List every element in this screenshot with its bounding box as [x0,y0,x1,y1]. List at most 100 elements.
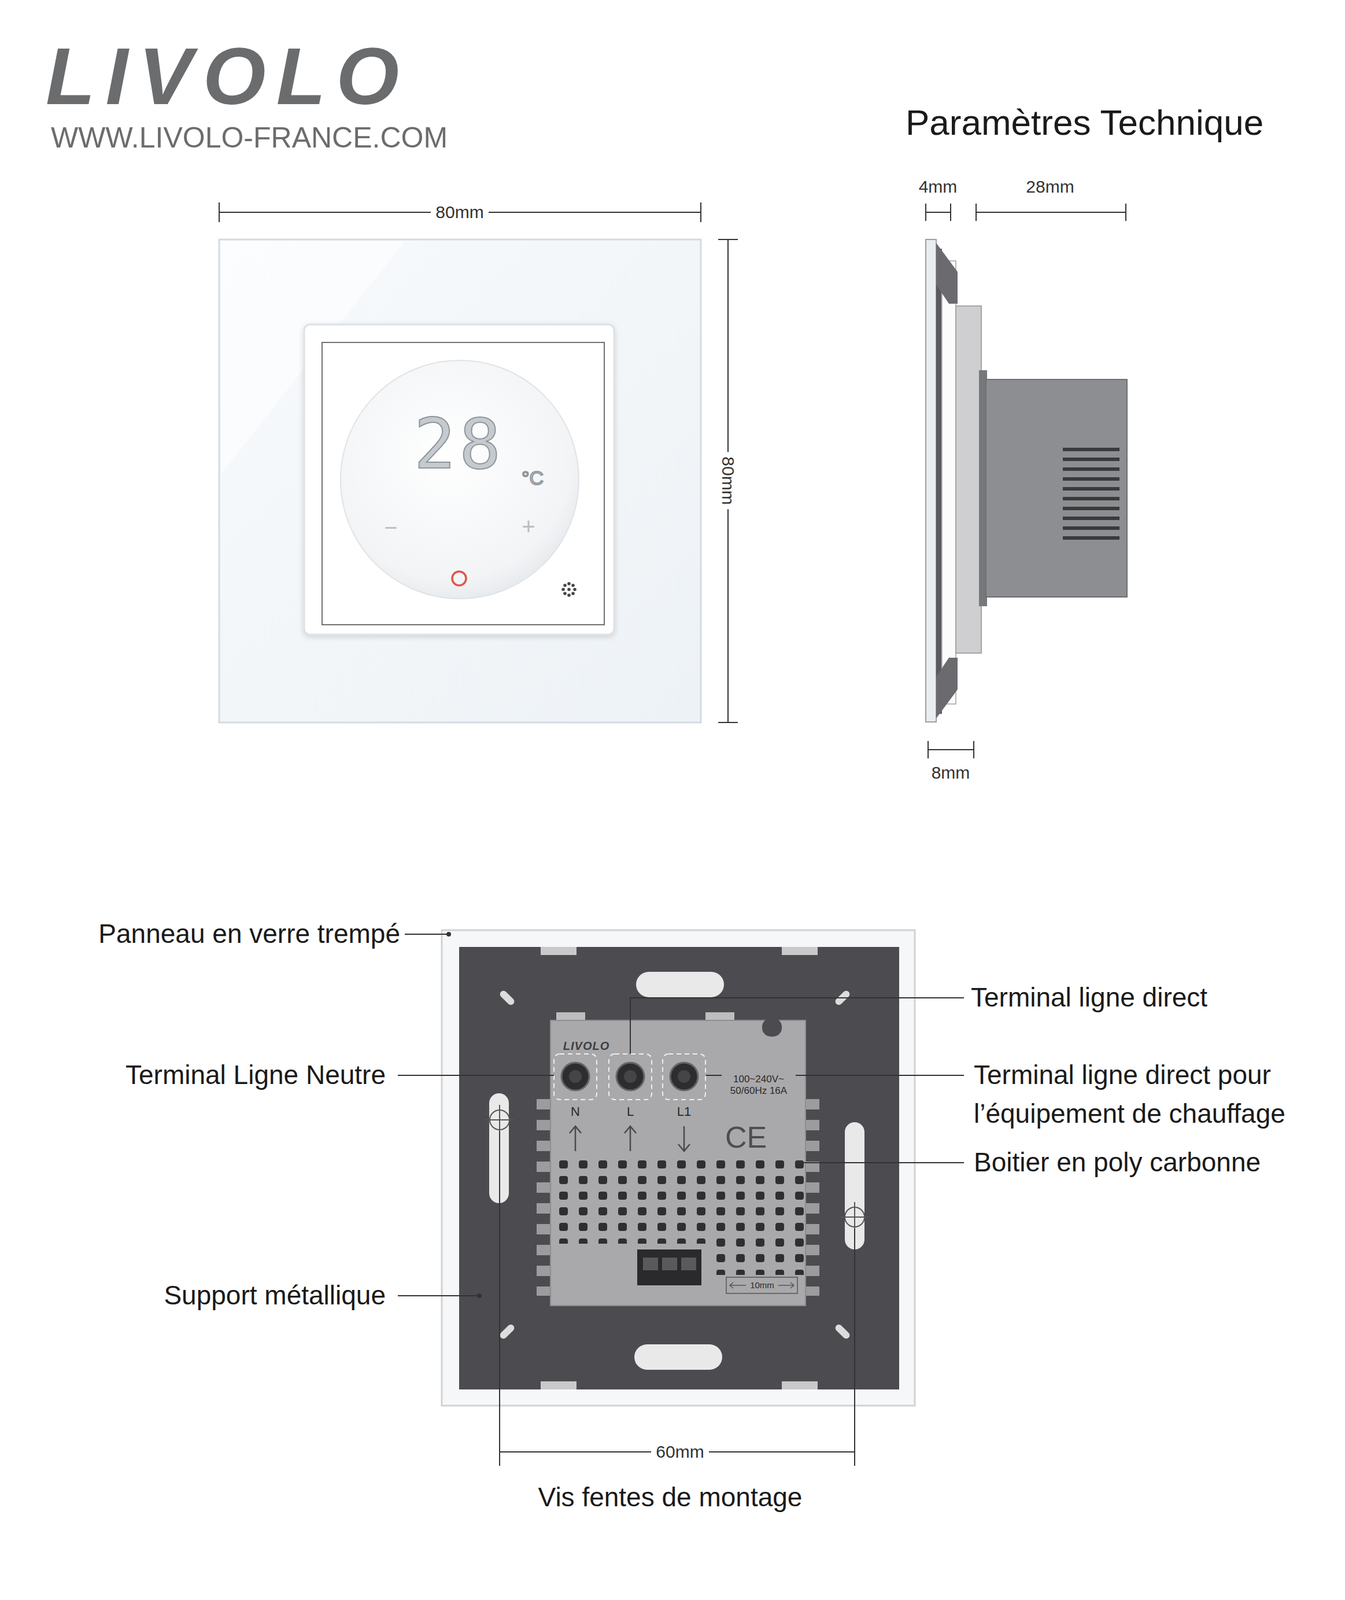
leader-dot [796,1159,801,1165]
fan-dot [571,591,575,596]
callout-label: Terminal ligne direct [970,981,1208,1014]
fan-dot [567,587,571,591]
vent-holes [553,1156,804,1244]
button-symbol: + [521,512,535,541]
crosshair-line [854,1201,856,1232]
dimension-lines [925,203,1126,759]
gauge-box [726,1276,798,1293]
leader-lines [397,933,964,1296]
terminal-outline [608,1053,652,1100]
terminal [561,1062,590,1090]
vent [1062,536,1120,540]
support-edge [955,305,982,653]
vent [1062,486,1120,491]
dimension-tick [1125,203,1127,221]
mounting-slot [636,971,724,997]
dimension-label: 80mm [430,201,489,223]
brand-mark: LIVOLO [563,1038,610,1053]
bezel [304,324,615,635]
input-arrow [624,1125,637,1151]
fan-dot [561,587,565,591]
vent [1062,496,1120,501]
connector-pin [681,1257,697,1270]
dimension-label: 4mm [918,176,958,198]
clip [936,657,958,719]
dimension-tick [925,203,927,221]
dimension-tick [718,721,738,723]
vent [1062,467,1120,471]
certification-mark: CE [725,1118,767,1155]
dimension-tick [700,202,702,223]
fan-dot [567,593,571,597]
touch-dial [340,360,579,599]
terminal-outline [553,1053,597,1100]
connector-pin [662,1257,678,1270]
plate-tab [540,946,577,955]
terminal [670,1062,698,1090]
housing-fins [805,1098,820,1296]
crosshair-line [499,1104,501,1135]
vent [1062,516,1120,520]
back-view [397,929,964,1466]
terminal-name: L [626,1103,634,1119]
leader-line [630,997,964,1054]
leader-line [397,1294,480,1296]
frame-edge [941,260,956,704]
vent-holes [711,1243,804,1275]
gauge-arrow [778,1281,794,1288]
leader-line [404,933,449,935]
side-view [925,203,1128,759]
callout-label: Vis fentes de montage [538,1480,803,1513]
leader-line [798,1161,964,1163]
button-symbol: − [383,513,398,542]
glass-back [441,929,915,1406]
screw-hole [498,988,516,1007]
extension-line [854,1228,856,1466]
output-arrow [678,1125,690,1151]
leader-dot [446,931,452,937]
screw-hole [498,1322,516,1340]
terminal-screw [623,1069,637,1083]
flow-arrows [569,1125,690,1151]
extension-line [499,1131,501,1466]
mounting-slot [634,1343,723,1370]
power-icon [452,571,467,586]
front-view [219,202,738,723]
callout-label: Boitier en poly carbonne [973,1146,1261,1178]
plate-tab [781,1380,818,1389]
dimension-tick [218,202,220,223]
page-title: Paramètres Technique [905,101,1264,144]
leader-line [397,1074,554,1076]
input-arrow [569,1125,582,1151]
dimension-label: 80mm [717,451,739,509]
vent-slots [1062,449,1120,538]
terminal-outline [662,1053,706,1100]
dimension-tick [718,238,738,240]
dimension-lines [219,202,738,723]
terminal-name: L1 [677,1103,692,1119]
housing-fins [536,1098,551,1296]
dimension-label: 28mm [1025,176,1074,198]
bus-connector [637,1249,702,1285]
terminal [616,1062,645,1090]
glass-edge [925,239,937,722]
callout-label: Panneau en verre trempé [98,917,401,950]
vent [1062,447,1120,452]
terminal-screw [677,1069,691,1083]
callout-label: Terminal Ligne Neutre [125,1058,386,1091]
clip [936,242,958,304]
dimension-line [928,748,974,750]
vent [1062,457,1120,461]
terminal-name: N [570,1103,580,1119]
leader-dot [477,1292,482,1298]
dimension-tick [973,740,975,759]
housing-side [985,379,1128,597]
fan-dot [563,591,567,596]
dimension-line [976,211,1126,213]
dimension-label: 8mm [931,762,971,783]
screw-hole [833,1322,852,1340]
bezel-inner [322,342,605,625]
unit-symbol: °C [521,466,544,490]
